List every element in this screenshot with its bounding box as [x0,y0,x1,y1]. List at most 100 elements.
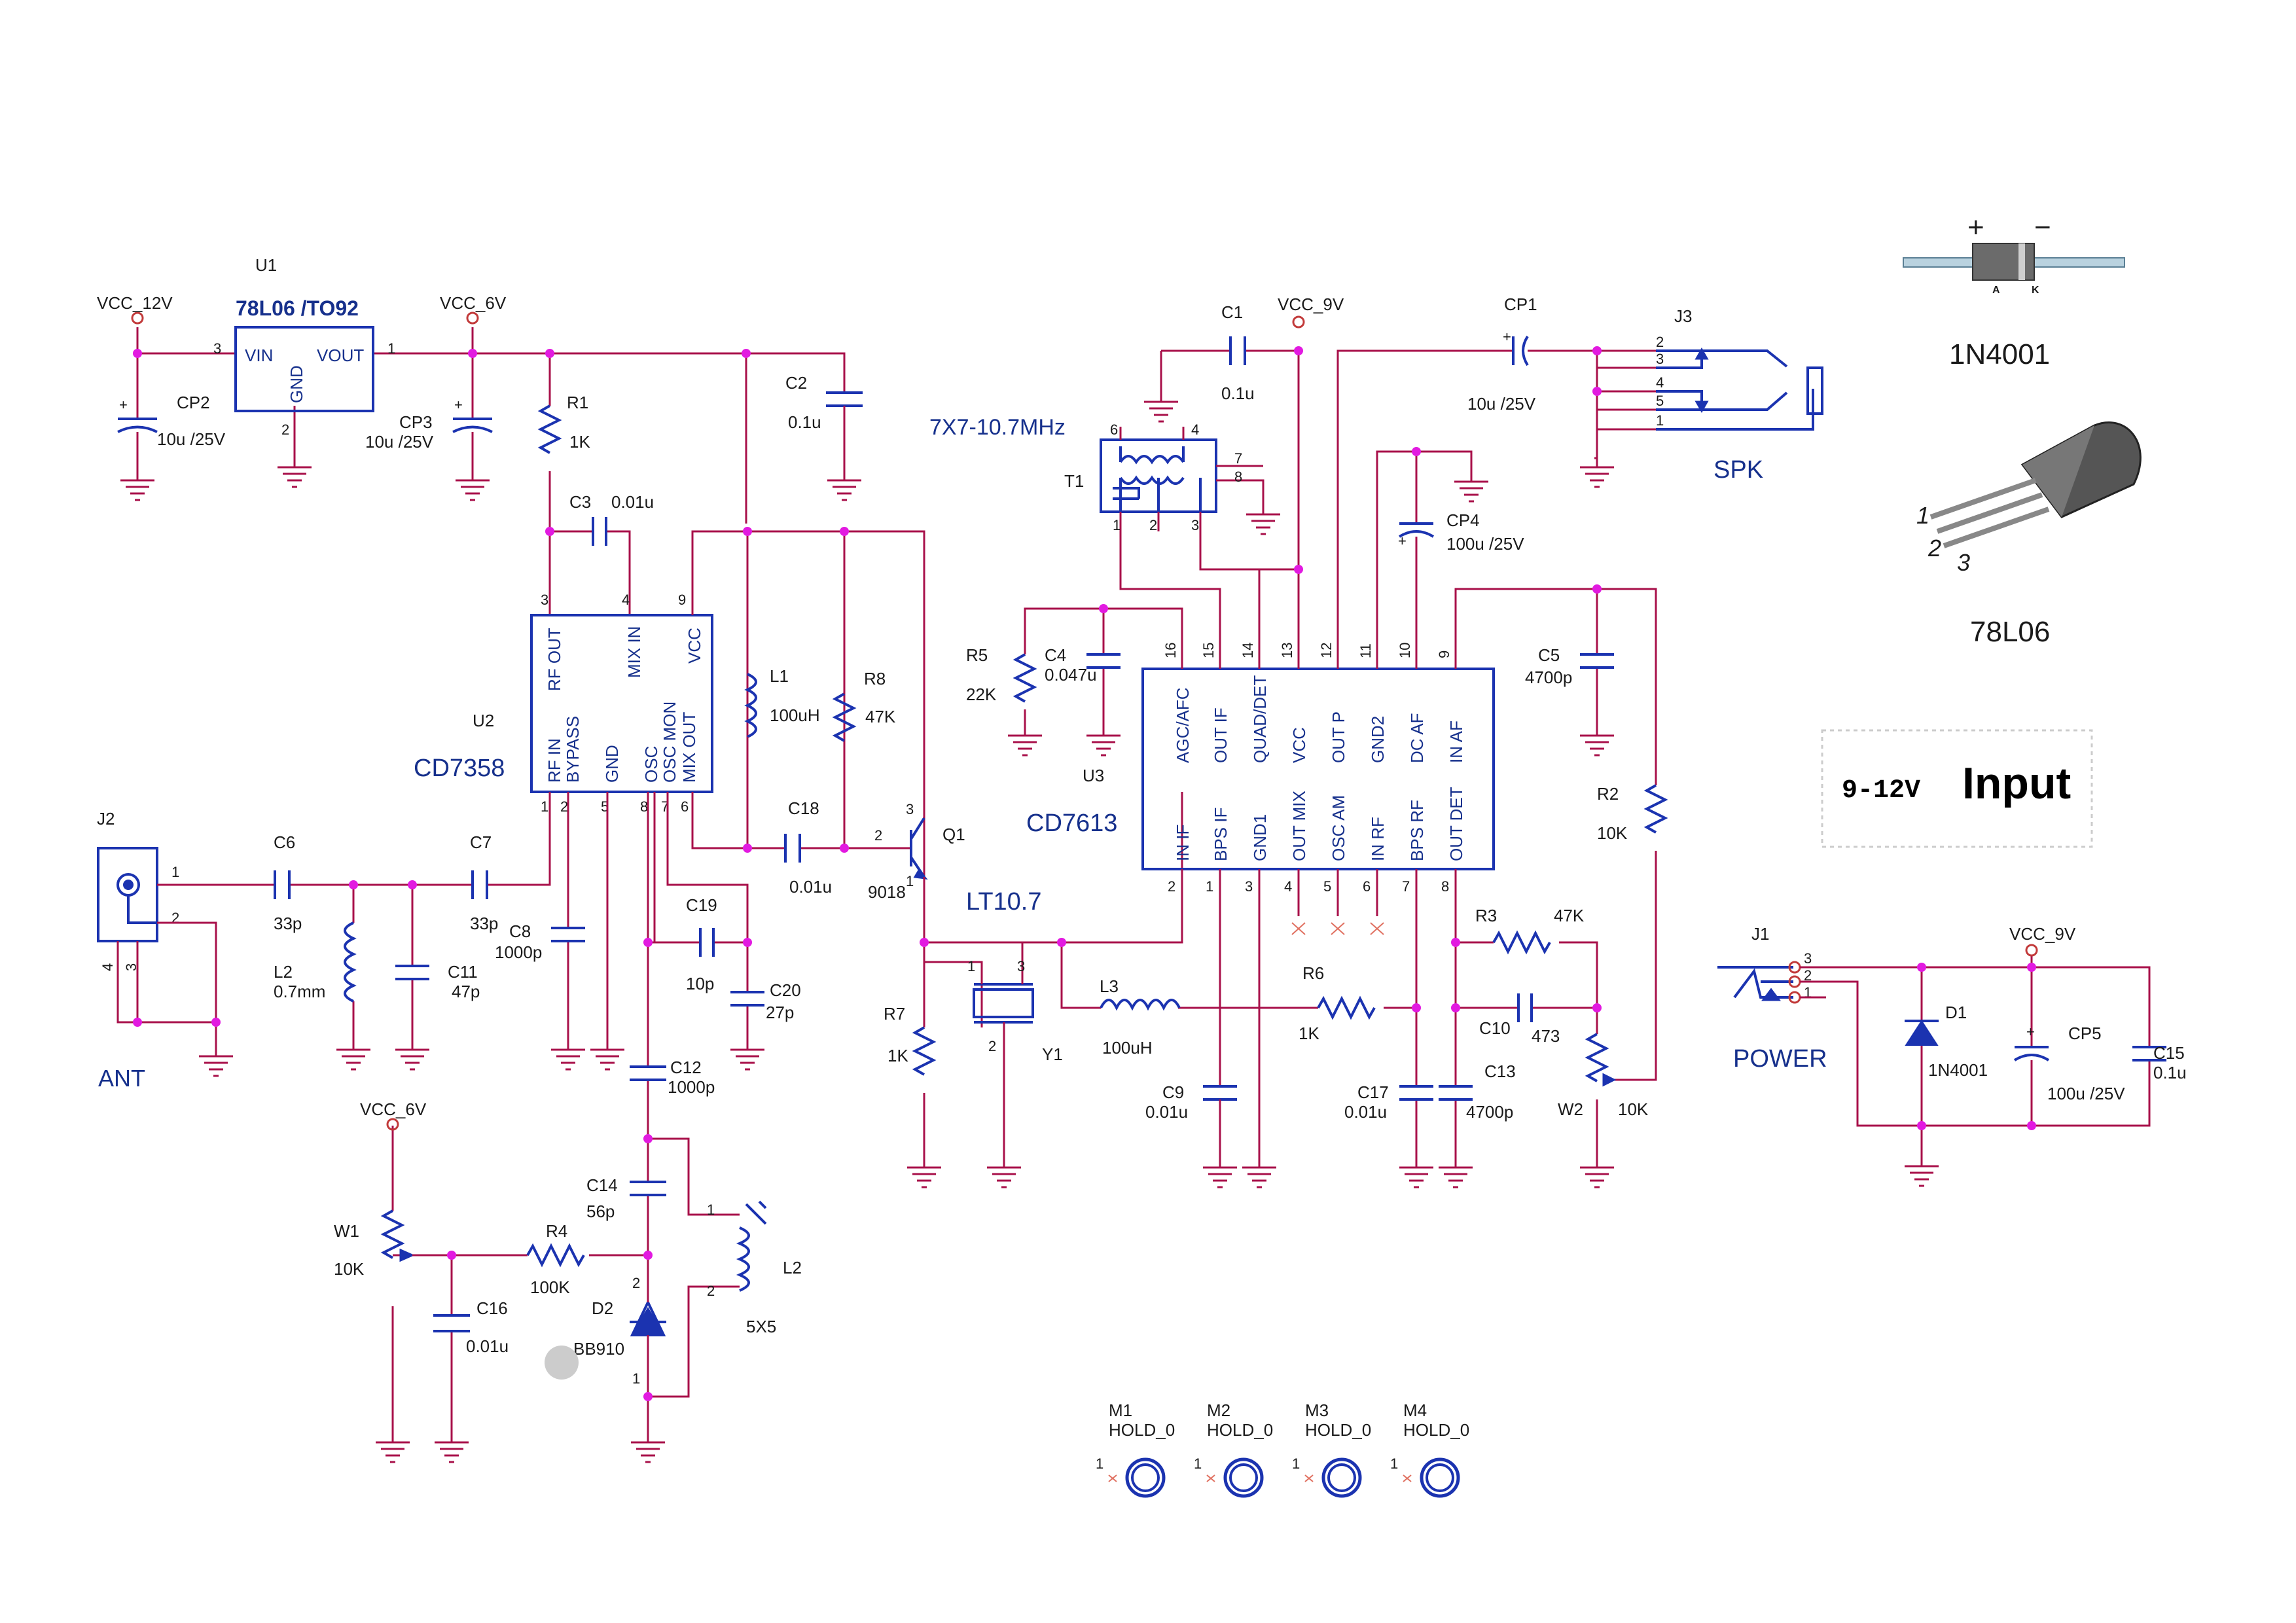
u3-top-pin-label: DC AF [1407,713,1427,763]
j2-ref: J2 [97,809,115,829]
l3-value: 100uH [1102,1038,1153,1058]
junction-dot [743,844,752,853]
junction-dot [133,349,142,358]
j1-ref: J1 [1751,924,1769,944]
d2-value: BB910 [573,1339,624,1359]
junction-dot [468,349,477,358]
marker-dot [545,1346,579,1380]
ground-symbol [276,457,313,488]
junction-dot [743,938,752,947]
r3-ref: R3 [1475,906,1497,925]
u3-top-pin-label: OUT IF [1211,707,1230,763]
hole-value: HOLD_0 [1207,1420,1273,1440]
cp1-ref: CP1 [1504,294,1537,314]
q1-value: 9018 [868,882,906,902]
hole-value: HOLD_0 [1109,1420,1175,1440]
junction-dot [1412,447,1421,456]
svg-text:1: 1 [632,1370,640,1387]
mounting-hole-icon [1223,1457,1264,1498]
l1-ref: L1 [770,666,789,686]
svg-text:1: 1 [1916,502,1929,529]
c5-value: 4700p [1525,668,1572,687]
u3-bottom-pin-label: BPS IF [1211,808,1230,861]
junction-dot [1592,584,1602,594]
u3-bottom-pin-label: OSC AM [1329,795,1348,861]
r1-ref: R1 [567,393,588,412]
c16-ref: C16 [476,1298,508,1318]
cp2-ref: CP2 [177,393,210,412]
svg-text:9: 9 [678,592,686,608]
hole-pin: 1 [1194,1455,1202,1472]
l2b-ref: L2 [783,1258,802,1277]
cp5-ref: CP5 [2068,1024,2102,1043]
junction-dot [643,1134,653,1143]
r6-value: 1K [1299,1024,1319,1043]
hole-ref: M1 [1109,1400,1132,1420]
u3-bottom-pin-label: BPS RF [1407,800,1427,861]
d1-ref: D1 [1945,1003,1967,1022]
svg-text:−: − [2034,211,2051,243]
vcc6-port [466,312,479,325]
u3-bottom-pin-label: GND1 [1250,814,1270,861]
w2-value: 10K [1618,1099,1649,1119]
cp3-value: 10u /25V [365,432,434,452]
svg-text:3: 3 [1804,950,1812,967]
c14-value: 56p [586,1202,615,1221]
u3-top-pin-label: AGC/AFC [1173,687,1193,763]
diode-legend-label: 1N4001 [1949,338,2050,370]
u1-pin-1: 1 [387,340,395,357]
u2-pin-rfout: RF OUT [545,628,564,691]
c20-value: 27p [766,1003,794,1022]
junction-dots [133,346,2036,1401]
u2-pin-mixout: MIX OUT [679,712,699,783]
svg-text:3: 3 [1017,958,1025,974]
u3-top-pin-number: 11 [1357,643,1374,658]
svg-text:2: 2 [560,798,568,815]
junction-dot [133,1018,142,1027]
junction-dot [1451,1003,1460,1012]
power-label: POWER [1733,1045,1827,1073]
regulator-legend-label: 78L06 [1970,616,2050,648]
svg-text:3: 3 [906,801,914,817]
mounting-hole-icon [1420,1457,1460,1498]
junction-dot [211,1018,221,1027]
cp4-ref: CP4 [1446,510,1480,530]
junction-dot [1917,1121,1926,1130]
c4-value: 0.047u [1045,665,1097,685]
c8-ref: C8 [509,921,531,941]
w2-ref: W2 [1558,1099,1583,1119]
u3-bottom-pin-label: IN IF [1173,825,1193,861]
u2-pin-gnd: GND [602,745,622,783]
c19-value: 10p [686,974,714,993]
j3-speaker-section: 2 3 4 5 1 J3 SPK [1579,306,1823,488]
c15-value: 0.1u [2153,1063,2187,1082]
junction-dot [447,1251,456,1260]
l2b-value: 5X5 [746,1317,776,1336]
vcc12-label: VCC_12V [97,293,173,313]
l1-value: 100uH [770,705,820,725]
hole-pin: 1 [1096,1455,1103,1472]
c3-ref: C3 [569,492,591,512]
hole-value: HOLD_0 [1305,1420,1371,1440]
svg-text:1: 1 [1113,517,1121,533]
u3-bottom-pin-label: IN RF [1368,817,1388,861]
c20-ref: C20 [770,980,801,1000]
j2-antenna-jack [97,847,158,942]
c2-ref: C2 [785,373,807,393]
u3-top-pin-number: 13 [1279,643,1295,658]
c11-ref: C11 [448,962,478,982]
svg-text:A: A [1992,285,2000,296]
svg-text:+: + [119,397,128,413]
u2-chip-body [530,614,713,793]
input-heading: Input [1962,758,2071,808]
cp3-ref: CP3 [399,412,433,432]
svg-text:+: + [1503,329,1511,345]
c6-ref: C6 [274,832,295,852]
d1-value: 1N4001 [1928,1060,1988,1080]
t1-label: 7X7-10.7MHz [929,415,1066,440]
c6-value: 33p [274,914,302,933]
l2a-ref: L2 [274,962,293,982]
junction-dot [840,527,849,536]
